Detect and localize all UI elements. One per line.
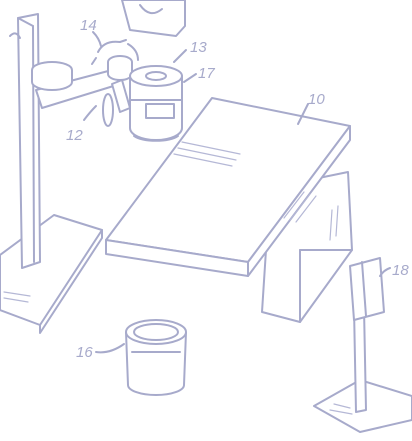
label-10: 10 bbox=[308, 91, 325, 108]
lens-unit bbox=[129, 65, 183, 142]
top-fixture bbox=[121, 0, 186, 37]
stand-base bbox=[0, 214, 103, 334]
leader-lines bbox=[83, 31, 391, 354]
label-12: 12 bbox=[66, 127, 83, 144]
label-13: 13 bbox=[190, 39, 207, 56]
projector-body bbox=[105, 97, 353, 323]
label-14: 14 bbox=[80, 17, 97, 34]
label-18: 18 bbox=[392, 262, 409, 279]
canister bbox=[125, 319, 187, 396]
label-16: 16 bbox=[76, 344, 93, 361]
articulated-arm bbox=[31, 39, 139, 127]
label-17: 17 bbox=[198, 65, 215, 82]
stand-column bbox=[9, 13, 41, 269]
sensor-post bbox=[313, 257, 412, 433]
reference-numerals: 10 12 13 14 16 17 18 bbox=[66, 17, 409, 361]
